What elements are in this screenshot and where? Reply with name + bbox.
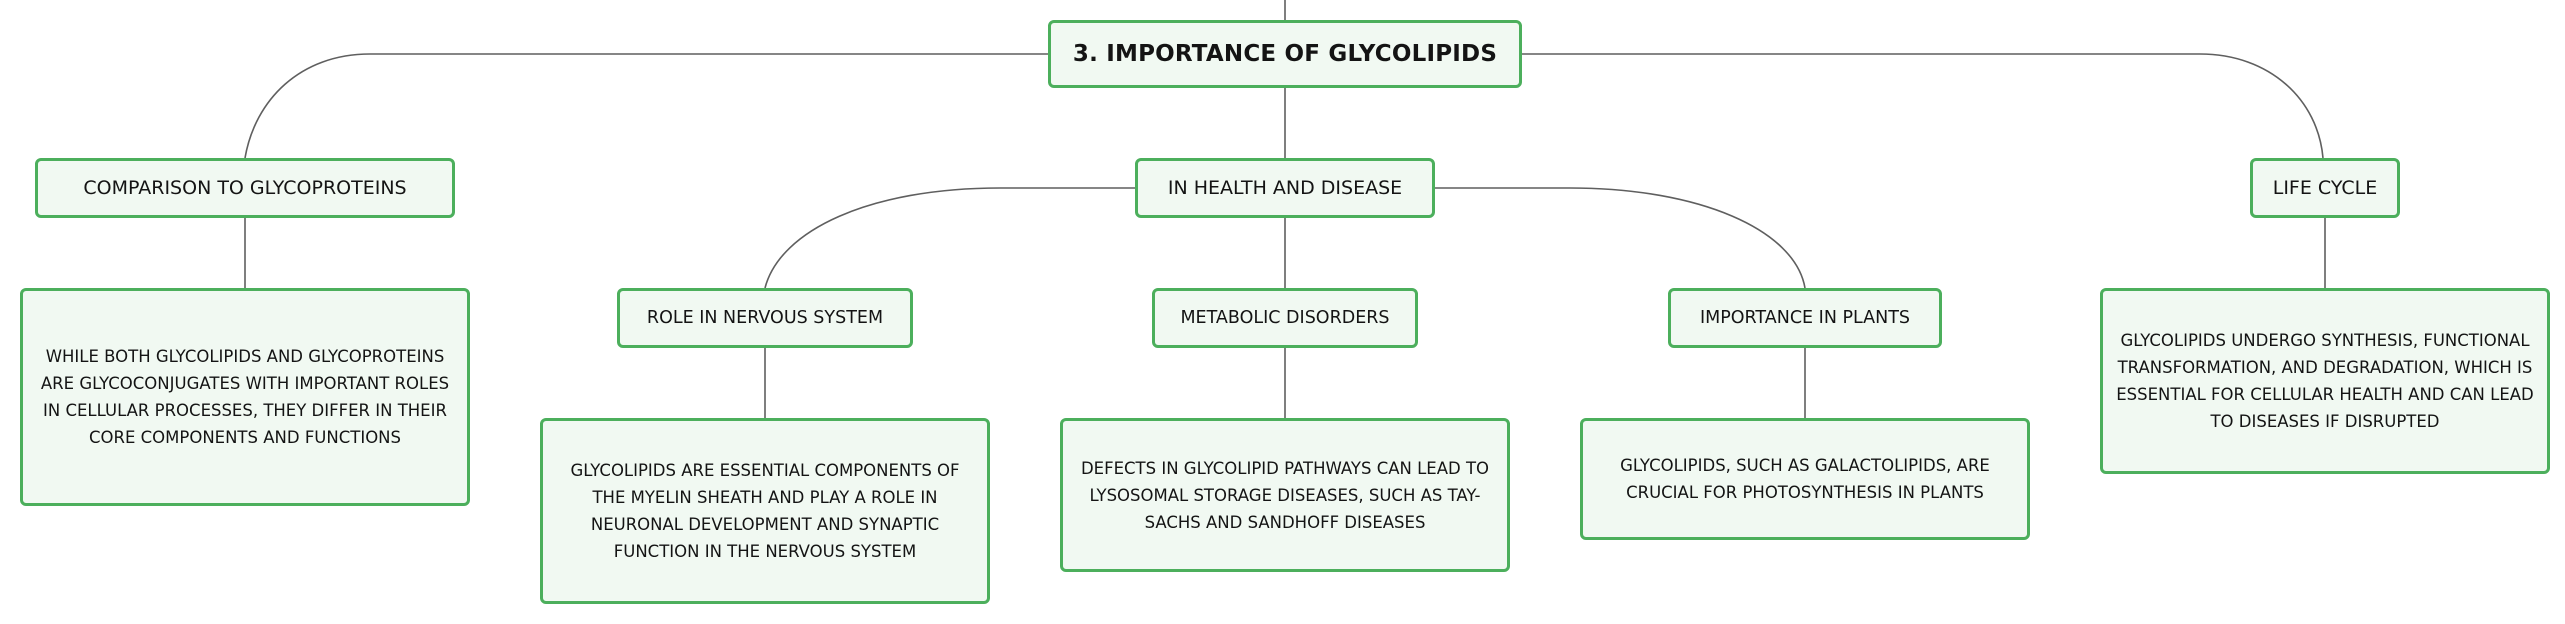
detail-node-metabolic[interactable]: DEFECTS IN GLYCOLIPID PATHWAYS CAN LEAD … — [1060, 418, 1510, 572]
branch-node-lifecycle[interactable]: LIFE CYCLE — [2250, 158, 2400, 218]
connector-root-comparison — [244, 53, 1048, 159]
root-node[interactable]: 3. IMPORTANCE OF GLYCOLIPIDS — [1048, 20, 1522, 88]
branch-node-health[interactable]: IN HEALTH AND DISEASE — [1135, 158, 1435, 218]
branch-node-health-label: IN HEALTH AND DISEASE — [1167, 177, 1403, 199]
detail-node-lifecycle[interactable]: GLYCOLIPIDS UNDERGO SYNTHESIS, FUNCTIONA… — [2100, 288, 2550, 474]
sub-node-nervous-label: ROLE IN NERVOUS SYSTEM — [646, 308, 884, 328]
sub-node-nervous[interactable]: ROLE IN NERVOUS SYSTEM — [617, 288, 913, 348]
sub-node-plants[interactable]: IMPORTANCE IN PLANTS — [1668, 288, 1942, 348]
sub-node-metabolic-label: METABOLIC DISORDERS — [1180, 308, 1390, 328]
root-node-label: 3. IMPORTANCE OF GLYCOLIPIDS — [1072, 41, 1498, 67]
branch-node-comparison-label: COMPARISON TO GLYCOPROTEINS — [83, 177, 407, 199]
detail-node-nervous-text: GLYCOLIPIDS ARE ESSENTIAL COMPONENTS OF … — [570, 461, 960, 561]
connector-health-plants — [1435, 187, 1806, 289]
connector-root-lifecycle — [1522, 53, 2324, 159]
detail-node-plants[interactable]: GLYCOLIPIDS, SUCH AS GALACTOLIPIDS, ARE … — [1580, 418, 2030, 540]
detail-node-comparison[interactable]: WHILE BOTH GLYCOLIPIDS AND GLYCOPROTEINS… — [20, 288, 470, 506]
branch-node-lifecycle-label: LIFE CYCLE — [2272, 177, 2378, 199]
detail-node-comparison-text: WHILE BOTH GLYCOLIPIDS AND GLYCOPROTEINS… — [40, 347, 450, 447]
connector-health-nervous — [764, 187, 1135, 289]
sub-node-metabolic[interactable]: METABOLIC DISORDERS — [1152, 288, 1418, 348]
detail-node-nervous[interactable]: GLYCOLIPIDS ARE ESSENTIAL COMPONENTS OF … — [540, 418, 990, 604]
detail-node-lifecycle-text: GLYCOLIPIDS UNDERGO SYNTHESIS, FUNCTIONA… — [2116, 331, 2534, 431]
detail-node-metabolic-text: DEFECTS IN GLYCOLIPID PATHWAYS CAN LEAD … — [1080, 458, 1490, 532]
detail-node-plants-text: GLYCOLIPIDS, SUCH AS GALACTOLIPIDS, ARE … — [1620, 456, 1990, 502]
sub-node-plants-label: IMPORTANCE IN PLANTS — [1699, 308, 1911, 328]
branch-node-comparison[interactable]: COMPARISON TO GLYCOPROTEINS — [35, 158, 455, 218]
